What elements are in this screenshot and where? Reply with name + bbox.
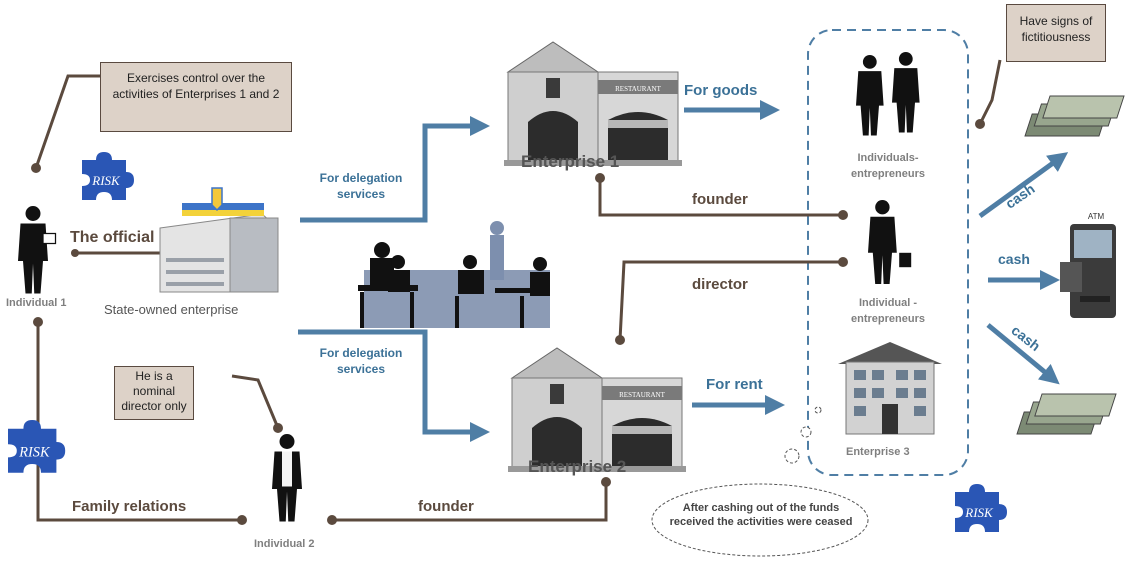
nominal-director-note: He is a nominal director only: [114, 366, 194, 420]
individual1-person-icon: [18, 206, 57, 294]
individual1-label: Individual 1: [6, 297, 67, 309]
for-rent-label: For rent: [706, 376, 763, 393]
restaurant-scene-image: [358, 221, 550, 328]
risk-puzzle-icon-3: RISK: [955, 484, 1007, 532]
individuals-entrepreneurs-woman-icon: [892, 52, 920, 133]
atm-machine-icon: ATM: [1060, 212, 1116, 318]
restaurant-sign-1: RESTAURANT: [615, 85, 661, 93]
flow-arrows: [298, 100, 1069, 442]
control-note: Exercises control over the activities of…: [100, 62, 292, 132]
individual2-person-icon: [272, 434, 302, 522]
thought-cloud: [651, 406, 869, 557]
risk-label-1: RISK: [91, 173, 121, 188]
founder-bottom-label: founder: [418, 498, 474, 515]
arrow-to-enterprise1: [300, 116, 490, 223]
risk-puzzle-icon-2: RISK: [8, 420, 66, 473]
individual-entrepreneurs-label: Individual - entrepreneurs: [851, 297, 925, 325]
individual-entrepreneur-person-icon: [868, 200, 912, 284]
state-enterprise-building-icon: [159, 187, 279, 293]
risk-label-2: RISK: [18, 444, 51, 460]
founder-top-label: founder: [692, 191, 748, 208]
official-label: The official: [70, 229, 155, 246]
delegation-bottom-label: For delegation services: [319, 346, 403, 376]
arrow-to-enterprise2: [298, 329, 490, 442]
individuals-entrepreneurs-man-icon: [856, 55, 884, 136]
individuals-entrepreneurs-label: Individuals-entrepreneurs: [851, 152, 925, 180]
risk-puzzle-icon-1: RISK: [82, 152, 134, 200]
enterprise1-label: Enterprise 1: [521, 152, 620, 171]
restaurant-sign-2: RESTAURANT: [619, 391, 665, 399]
risk-label-3: RISK: [964, 505, 994, 520]
enterprise2-building-icon: RESTAURANT: [507, 347, 687, 473]
connector-lines: [34, 59, 1002, 522]
director-label: director: [692, 276, 748, 293]
connector-endpoints: [31, 119, 985, 525]
cloud-text: After cashing out of the funds received …: [669, 502, 853, 528]
delegation-top-label: For delegation services: [319, 171, 403, 201]
atm-label: ATM: [1088, 212, 1105, 221]
cash-label-2: cash: [998, 251, 1030, 267]
money-stack-icon-bottom: [1016, 393, 1117, 435]
state-enterprise-label: State-owned enterprise: [104, 302, 239, 317]
individual2-label: Individual 2: [254, 538, 315, 550]
money-stack-icon-top: [1024, 95, 1125, 137]
enterprise1-building-icon: RESTAURANT: [503, 41, 683, 167]
arrow-cash-1: [978, 152, 1069, 219]
fictitious-note: Have signs of fictitiousness: [1006, 4, 1106, 62]
family-relations-label: Family relations: [72, 498, 187, 515]
enterprise3-label: Enterprise 3: [846, 446, 910, 458]
enterprise2-label: Enterprise 2: [528, 457, 627, 476]
fictitious-group-border: [807, 29, 969, 476]
enterprise3-building-icon: [838, 342, 942, 435]
arrow-cash-3: [986, 323, 1060, 385]
coat-of-arms-icon: [211, 187, 223, 212]
for-goods-label: For goods: [684, 82, 758, 99]
